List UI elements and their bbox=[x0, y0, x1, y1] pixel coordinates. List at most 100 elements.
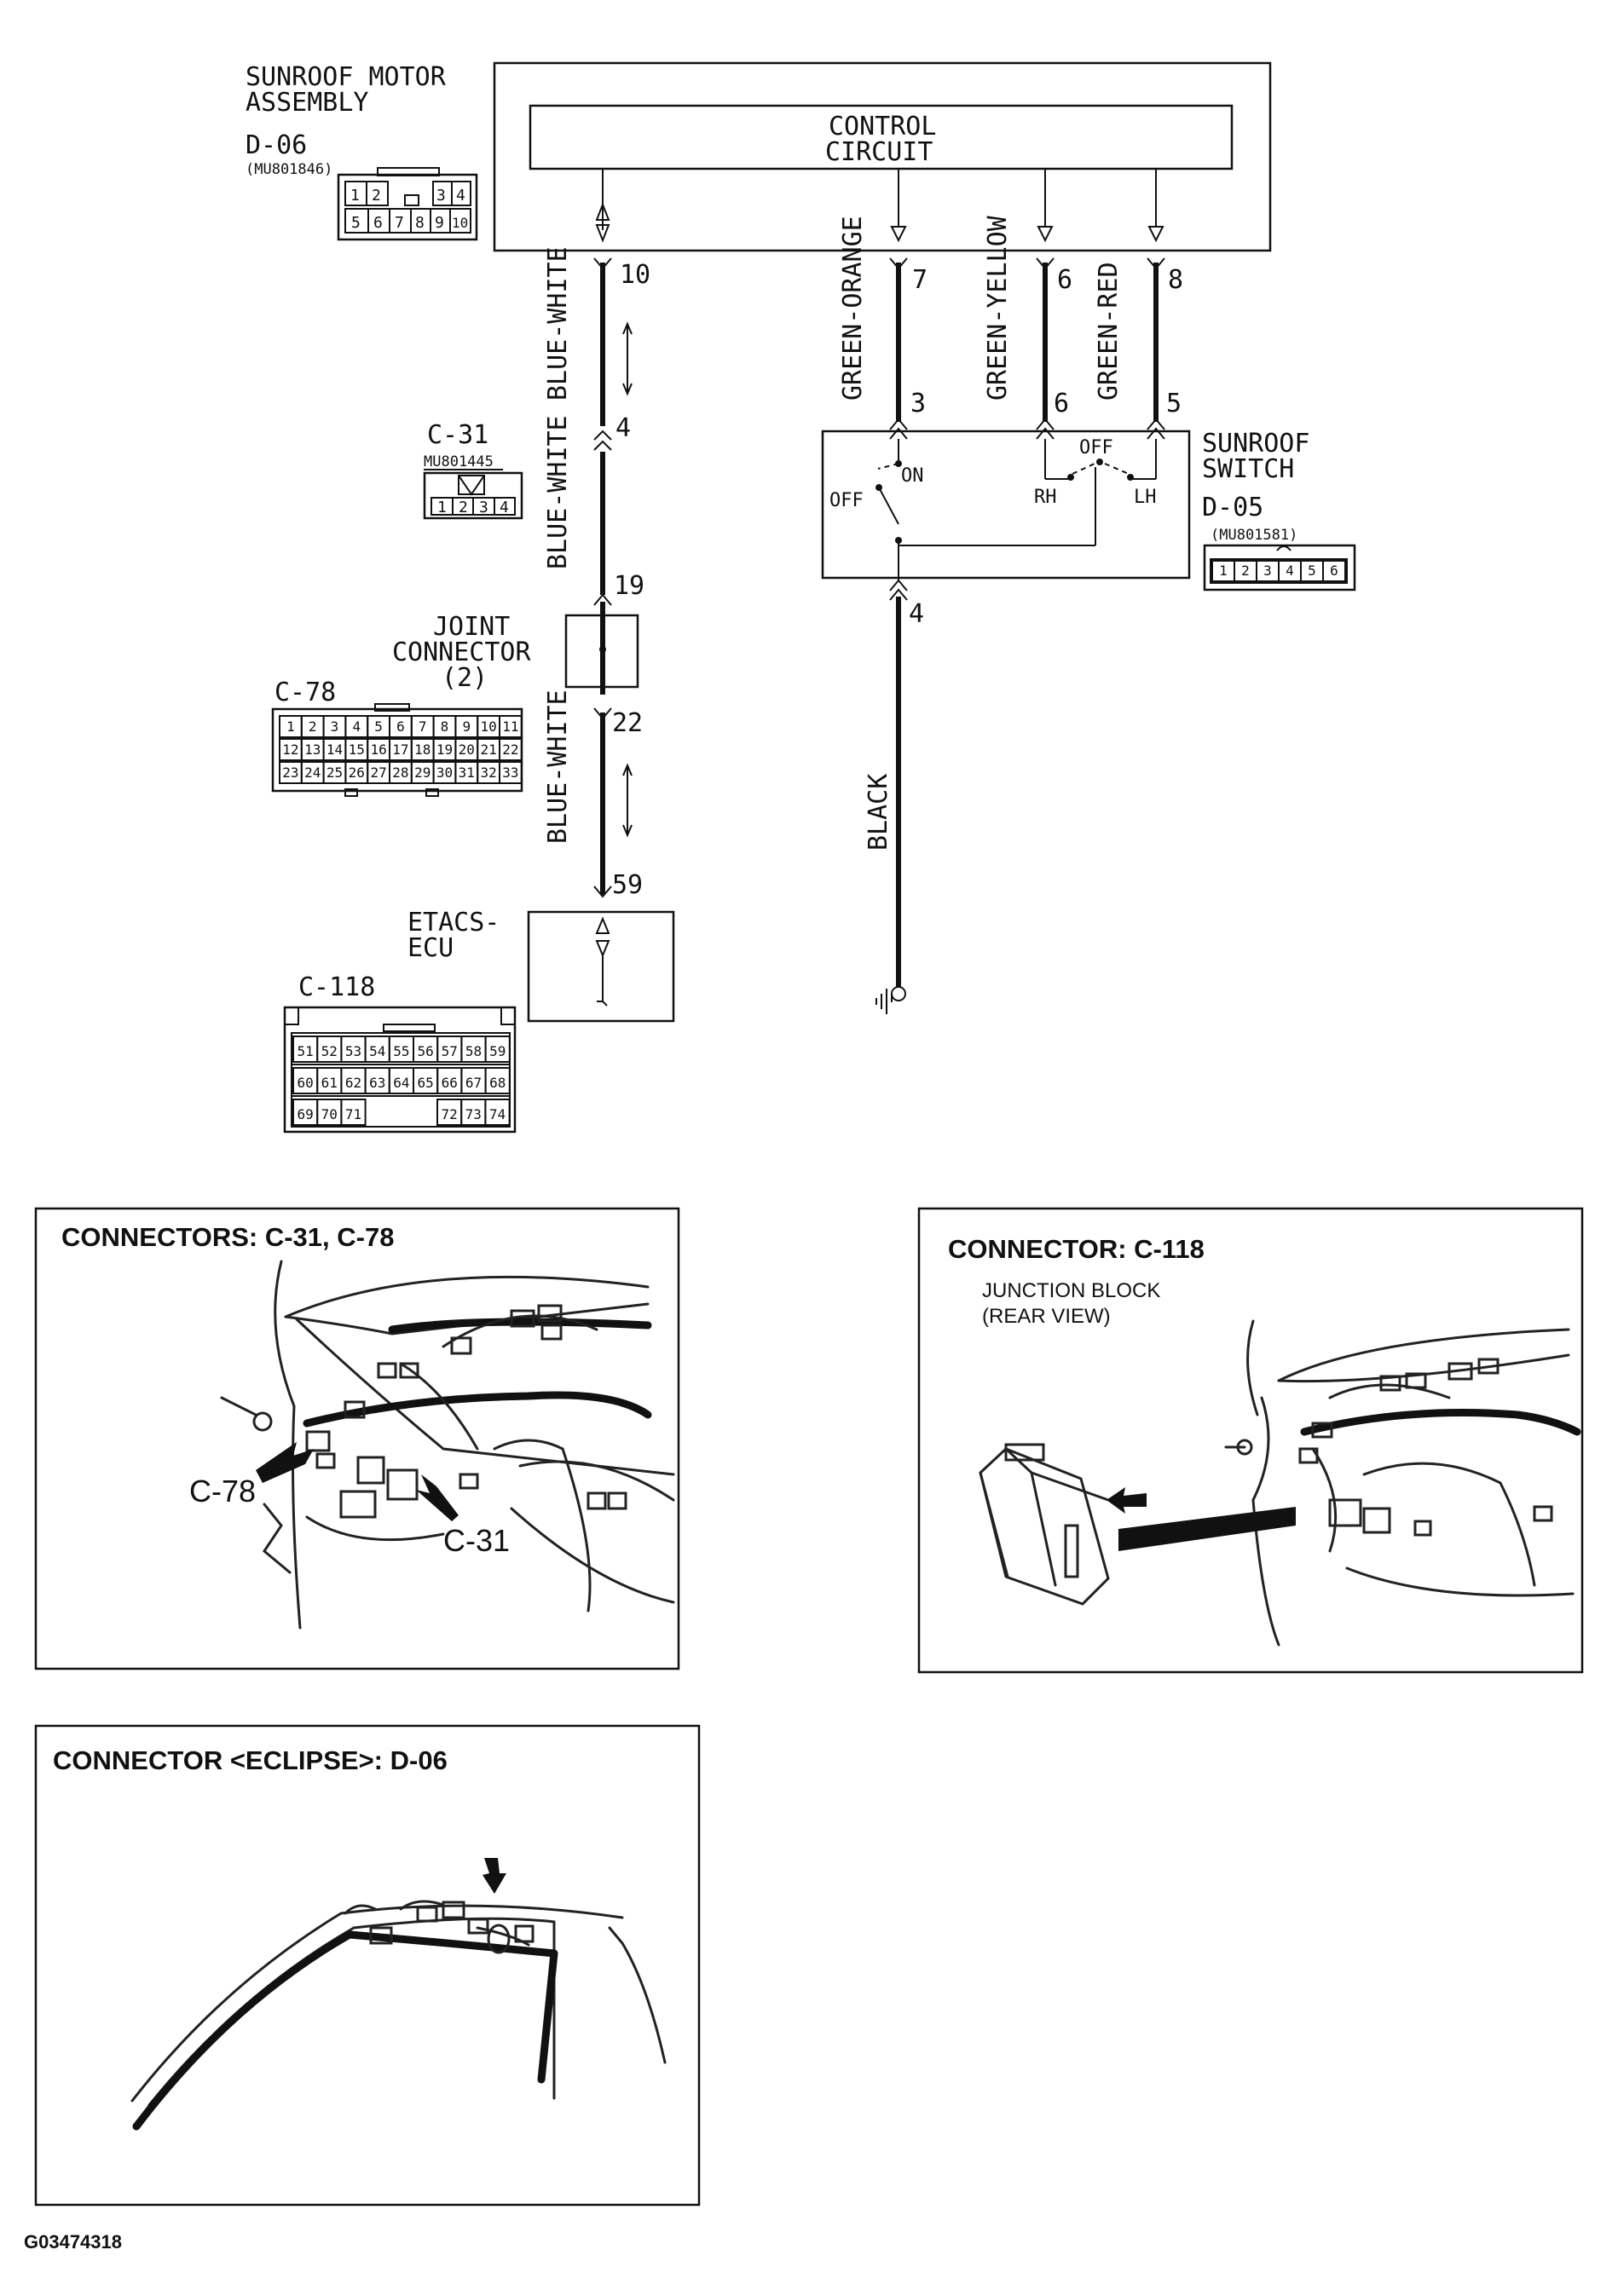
c78-pin-16: 16 bbox=[370, 741, 386, 758]
motor-part-number: (MU801846) bbox=[246, 161, 332, 178]
joint-connector-line1: JOINT bbox=[433, 612, 510, 642]
switch-off-label-top: OFF bbox=[1079, 437, 1113, 459]
pin-22: 22 bbox=[612, 708, 643, 738]
c78-pin-10: 10 bbox=[480, 718, 496, 735]
joint-node bbox=[599, 646, 606, 653]
pin-8: 8 bbox=[1168, 265, 1183, 295]
wire-label-black: BLACK bbox=[864, 774, 893, 851]
c78-pin-5: 5 bbox=[374, 718, 383, 735]
etacs-ecu-line2: ECU bbox=[407, 933, 454, 963]
etacs-terminal-symbol bbox=[595, 916, 610, 1007]
panel2-subtitle-line2: (REAR VIEW) bbox=[982, 1305, 1111, 1328]
c78-pin-33: 33 bbox=[502, 764, 518, 781]
d05-pin-4: 4 bbox=[1286, 562, 1294, 579]
etacs-ecu-box bbox=[527, 910, 675, 1023]
c118-pin-74: 74 bbox=[489, 1106, 506, 1122]
motor-title-line1: SUNROOF MOTOR bbox=[246, 62, 447, 92]
c118-pin-55: 55 bbox=[393, 1043, 409, 1059]
c118-pin-72: 72 bbox=[441, 1106, 457, 1122]
motor-title-line2: ASSEMBLY bbox=[246, 88, 369, 118]
c78-pin-6: 6 bbox=[396, 718, 405, 735]
d06-connector-face bbox=[337, 167, 478, 241]
c118-pin-63: 63 bbox=[369, 1075, 385, 1091]
callout-c78: C-78 bbox=[189, 1474, 256, 1509]
joint-connector-box bbox=[564, 614, 639, 689]
control-circuit-line2: CIRCUIT bbox=[825, 137, 933, 167]
d05-connector-face bbox=[1203, 544, 1356, 591]
c118-pin-66: 66 bbox=[442, 1075, 458, 1091]
c78-pin-18: 18 bbox=[414, 741, 431, 758]
d06-cell-10: 10 bbox=[452, 215, 468, 231]
panel-connector-eclipse-d06 bbox=[34, 1724, 701, 2207]
joint-connector-line2: CONNECTOR bbox=[392, 637, 531, 667]
c78-pin-28: 28 bbox=[392, 764, 408, 781]
d05-pin-5: 5 bbox=[1308, 562, 1316, 579]
panel2-subtitle-line1: JUNCTION BLOCK bbox=[982, 1279, 1160, 1302]
wire-label-green-yellow: GREEN-YELLOW bbox=[983, 215, 1013, 401]
c78-pin-22: 22 bbox=[502, 741, 518, 758]
c78-pin-23: 23 bbox=[282, 764, 298, 781]
c78-pin-13: 13 bbox=[304, 741, 321, 758]
c118-pin-70: 70 bbox=[321, 1106, 338, 1122]
control-circuit-box bbox=[529, 104, 1234, 170]
wire-label-green-orange: GREEN-ORANGE bbox=[838, 216, 868, 401]
c118-pin-58: 58 bbox=[465, 1043, 482, 1059]
c78-pin-24: 24 bbox=[304, 764, 321, 781]
wire-label-blue-white-lower: BLUE-WHITE bbox=[543, 689, 573, 844]
switch-wires bbox=[889, 257, 1165, 987]
c78-pin-30: 30 bbox=[436, 764, 453, 781]
c78-pin-29: 29 bbox=[414, 764, 431, 781]
c78-pin-25: 25 bbox=[326, 764, 343, 781]
c118-pin-56: 56 bbox=[417, 1043, 433, 1059]
c118-pin-64: 64 bbox=[393, 1075, 409, 1091]
c78-pin-17: 17 bbox=[392, 741, 408, 758]
figure-id: G03474318 bbox=[24, 2231, 122, 2253]
c118-pin-57: 57 bbox=[442, 1043, 458, 1059]
d06-cell-4: 4 bbox=[456, 187, 465, 205]
d05-pin-6: 6 bbox=[1330, 562, 1338, 579]
d06-cell-9: 9 bbox=[435, 214, 444, 232]
sunroof-switch-part-number: (MU801581) bbox=[1211, 527, 1297, 544]
c118-pin-74-box bbox=[484, 1099, 511, 1126]
c78-pin-14: 14 bbox=[326, 741, 343, 758]
c78-pin-22-box bbox=[499, 738, 523, 761]
pin-19: 19 bbox=[614, 571, 644, 601]
wire-label-blue-white-middle: BLUE-WHITE bbox=[543, 415, 573, 569]
c118-pin-73: 73 bbox=[465, 1106, 482, 1122]
pin-7: 7 bbox=[912, 265, 927, 295]
sunroof-switch-box bbox=[821, 430, 1191, 580]
c118-label: C-118 bbox=[298, 972, 375, 1002]
c118-pin-54: 54 bbox=[369, 1043, 385, 1059]
switch-off-label-left: OFF bbox=[829, 490, 864, 511]
c78-pin-11-box bbox=[499, 715, 523, 738]
c78-pin-31: 31 bbox=[459, 764, 475, 781]
blue-white-wire bbox=[593, 257, 612, 898]
panel-connector-c118 bbox=[917, 1207, 1584, 1674]
sunroof-switch-title-line2: SWITCH bbox=[1202, 454, 1294, 484]
c78-pin-4: 4 bbox=[352, 718, 361, 735]
c31-part-number: MU801445 bbox=[424, 453, 494, 470]
c118-pin-59: 59 bbox=[489, 1043, 506, 1059]
sunroof-switch-title-line1: SUNROOF bbox=[1202, 429, 1309, 459]
ground-symbol bbox=[875, 986, 906, 1014]
switch-rh-label: RH bbox=[1034, 487, 1057, 508]
panel1-title: CONNECTORS: C-31, C-78 bbox=[61, 1222, 394, 1252]
d05-pin-3: 3 bbox=[1263, 562, 1272, 579]
pin-6-switch: 6 bbox=[1054, 389, 1069, 418]
wire-label-blue-white-upper: BLUE-WHITE bbox=[543, 246, 573, 401]
switch-contacts bbox=[875, 439, 1157, 580]
motor-connector-label: D-06 bbox=[246, 130, 307, 160]
c118-pin-71-box bbox=[340, 1099, 367, 1126]
c78-pin-3: 3 bbox=[331, 718, 339, 735]
c118-pin-52: 52 bbox=[321, 1043, 338, 1059]
c78-pin-12: 12 bbox=[282, 741, 298, 758]
callout-c31: C-31 bbox=[443, 1523, 510, 1558]
c31-cell-2: 2 bbox=[459, 499, 468, 516]
c78-pin-27: 27 bbox=[370, 764, 386, 781]
c118-pin-69: 69 bbox=[297, 1106, 313, 1122]
panel-connectors-c31-c78 bbox=[34, 1207, 680, 1670]
d06-cell-7: 7 bbox=[395, 214, 404, 232]
